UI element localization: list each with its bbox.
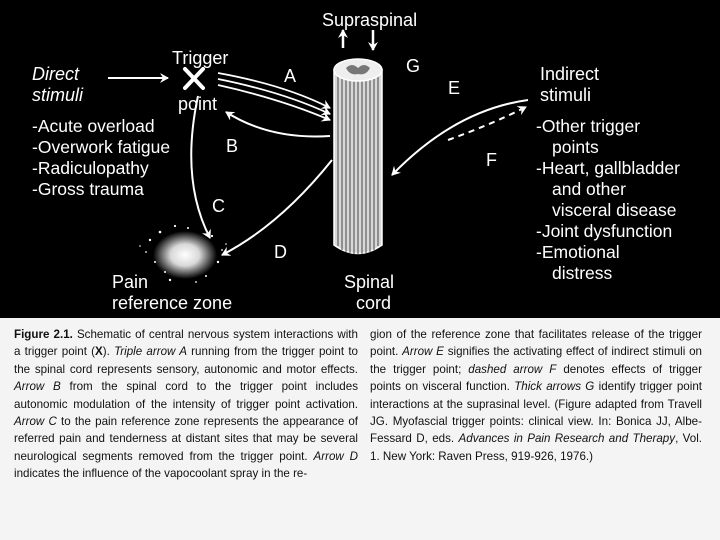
list-item: -Emotional [536, 242, 680, 263]
caption-segment: indicates the influence of the vapocoola… [14, 467, 307, 480]
caption-right-column: gion of the reference zone that facilita… [370, 326, 702, 465]
arrow-e-label: E [448, 78, 460, 99]
caption-segment: ). [103, 345, 114, 358]
arrow-b-label: B [226, 136, 238, 157]
arrow-a [218, 73, 330, 120]
arrow-d-label: D [274, 242, 287, 263]
caption-left-column: Figure 2.1. Schematic of central nervous… [14, 326, 358, 483]
indirect-label-line1: Indirect [540, 64, 599, 85]
list-item: -Heart, gallbladder [536, 158, 680, 179]
caption-segment: Figure 2.1. [14, 328, 73, 341]
caption-segment: Arrow C [14, 415, 57, 428]
arrow-a-label: A [284, 66, 296, 87]
list-item: -Gross trauma [32, 179, 170, 200]
arrow-d [222, 160, 332, 255]
trigger-label: Trigger [172, 48, 228, 69]
list-item: -Overwork fatigue [32, 137, 170, 158]
arrow-g [343, 30, 373, 50]
indirect-label-line2: stimuli [540, 85, 591, 106]
spinal-cord [334, 59, 382, 254]
point-label: point [178, 94, 217, 115]
arrow-b [226, 112, 330, 137]
list-item: -Radiculopathy [32, 158, 170, 179]
pain-zone-label-line2: reference zone [112, 293, 232, 314]
pain-zone-label-line1: Pain [112, 272, 148, 293]
spinal-cord-label-line2: cord [356, 293, 391, 314]
figure-caption: Figure 2.1. Schematic of central nervous… [0, 318, 720, 540]
list-item: and other [536, 179, 680, 200]
caption-segment: Advances in Pain Research and Therapy [459, 432, 676, 445]
caption-segment: to the pain reference zone represents th… [14, 415, 358, 463]
caption-segment: Arrow D [313, 450, 358, 463]
indirect-stimuli-list: -Other trigger points -Heart, gallbladde… [536, 116, 680, 284]
caption-segment: Triple arrow A [114, 345, 187, 358]
arrow-g-label: G [406, 56, 420, 77]
caption-segment: X [95, 345, 103, 358]
direct-label-line1: Direct [32, 64, 79, 85]
list-item: -Joint dysfunction [536, 221, 680, 242]
caption-segment: Arrow B [14, 380, 61, 393]
list-item: points [536, 137, 680, 158]
list-item: distress [536, 263, 680, 284]
arrow-c-label: C [212, 196, 225, 217]
list-item: -Acute overload [32, 116, 170, 137]
pain-zone-cloud [139, 225, 227, 283]
arrow-f-label: F [486, 150, 497, 171]
trigger-point-x [185, 69, 203, 88]
spinal-cord-label-line1: Spinal [344, 272, 394, 293]
caption-segment: dashed arrow F [468, 363, 556, 376]
arrow-c [191, 96, 210, 238]
list-item: visceral disease [536, 200, 680, 221]
arrow-e [392, 100, 528, 175]
list-item: -Other trigger [536, 116, 680, 137]
direct-label-line2: stimuli [32, 85, 83, 106]
direct-stimuli-list: -Acute overload -Overwork fatigue -Radic… [32, 116, 170, 200]
caption-segment: from the spinal cord to the trigger poin… [14, 380, 358, 410]
caption-segment: Arrow E [402, 345, 444, 358]
supraspinal-label: Supraspinal [322, 10, 417, 31]
caption-segment: Thick arrows G [514, 380, 594, 393]
